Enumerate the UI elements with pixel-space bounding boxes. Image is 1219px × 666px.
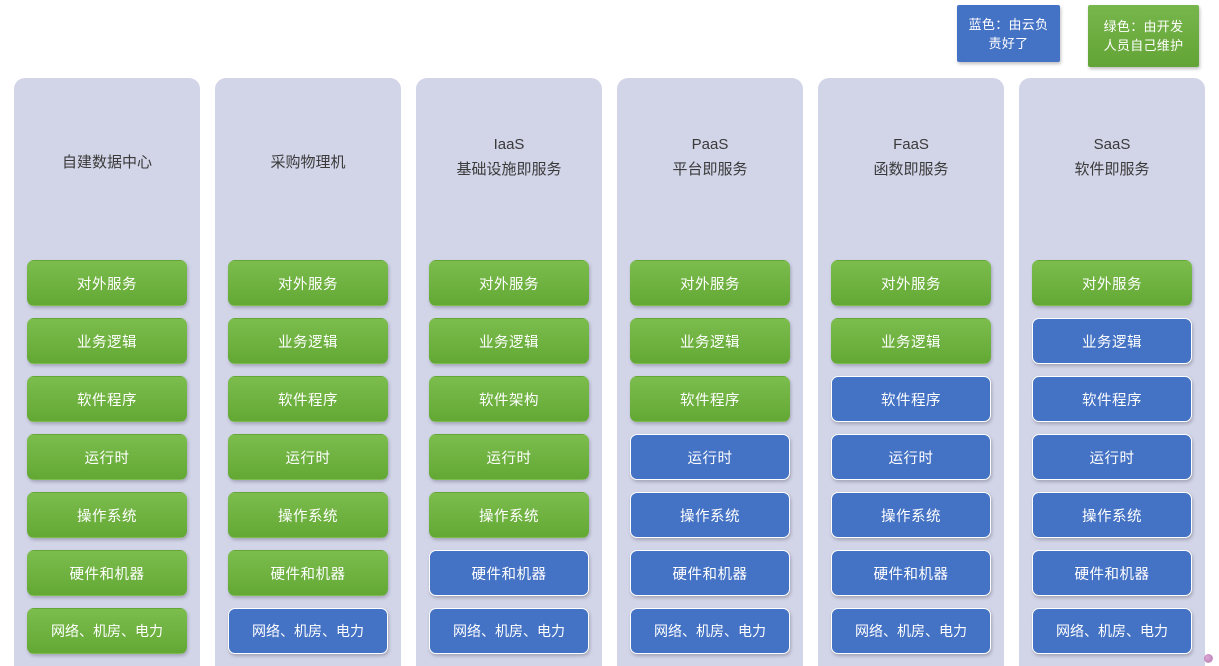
layer-box[interactable]: 业务逻辑: [630, 318, 790, 364]
layer-stack: 对外服务业务逻辑软件程序运行时操作系统硬件和机器网络、机房、电力: [630, 260, 790, 666]
column-container: 自建数据中心对外服务业务逻辑软件程序运行时操作系统硬件和机器网络、机房、电力采购…: [0, 78, 1219, 666]
layer-box[interactable]: 对外服务: [27, 260, 187, 306]
column-header-title: PaaS: [691, 136, 729, 153]
layer-stack: 对外服务业务逻辑软件程序运行时操作系统硬件和机器网络、机房、电力: [831, 260, 991, 666]
column-header-title: 自建数据中心: [61, 154, 152, 171]
column-paas: PaaS 平台即服务对外服务业务逻辑软件程序运行时操作系统硬件和机器网络、机房、电…: [617, 78, 803, 666]
layer-box[interactable]: 网络、机房、电力: [27, 608, 187, 654]
layer-box[interactable]: 硬件和机器: [831, 550, 991, 596]
layer-box[interactable]: 网络、机房、电力: [228, 608, 388, 654]
layer-box[interactable]: 操作系统: [429, 492, 589, 538]
legend-blue-line2: 责好了: [988, 35, 1029, 51]
layer-box[interactable]: 操作系统: [630, 492, 790, 538]
layer-box[interactable]: 操作系统: [1032, 492, 1192, 538]
column-header: PaaS 平台即服务: [617, 132, 803, 182]
layer-box[interactable]: 硬件和机器: [630, 550, 790, 596]
layer-box[interactable]: 软件程序: [27, 376, 187, 422]
layer-box[interactable]: 硬件和机器: [429, 550, 589, 596]
layer-box[interactable]: 运行时: [228, 434, 388, 480]
layer-stack: 对外服务业务逻辑软件架构运行时操作系统硬件和机器网络、机房、电力: [429, 260, 589, 666]
layer-stack: 对外服务业务逻辑软件程序运行时操作系统硬件和机器网络、机房、电力: [228, 260, 388, 666]
layer-box[interactable]: 业务逻辑: [429, 318, 589, 364]
layer-box[interactable]: 运行时: [429, 434, 589, 480]
layer-box[interactable]: 业务逻辑: [831, 318, 991, 364]
layer-box[interactable]: 软件架构: [429, 376, 589, 422]
layer-box[interactable]: 网络、机房、电力: [1032, 608, 1192, 654]
layer-box[interactable]: 对外服务: [1032, 260, 1192, 306]
layer-box[interactable]: 运行时: [1032, 434, 1192, 480]
legend-green-box: 绿色：由开发 人员自己维护: [1088, 5, 1199, 67]
layer-box[interactable]: 网络、机房、电力: [630, 608, 790, 654]
column-iaas: IaaS 基础设施即服务对外服务业务逻辑软件架构运行时操作系统硬件和机器网络、机房…: [416, 78, 602, 666]
column-header-subtitle: 软件即服务: [1074, 161, 1150, 178]
layer-box[interactable]: 操作系统: [831, 492, 991, 538]
layer-box[interactable]: 对外服务: [630, 260, 790, 306]
layer-stack: 对外服务业务逻辑软件程序运行时操作系统硬件和机器网络、机房、电力: [1032, 260, 1192, 666]
legend-blue-box: 蓝色：由云负 责好了: [957, 5, 1060, 62]
layer-box[interactable]: 操作系统: [228, 492, 388, 538]
layer-box[interactable]: 对外服务: [429, 260, 589, 306]
layer-box[interactable]: 业务逻辑: [1032, 318, 1192, 364]
layer-stack: 对外服务业务逻辑软件程序运行时操作系统硬件和机器网络、机房、电力: [27, 260, 187, 666]
column-saas: SaaS 软件即服务对外服务业务逻辑软件程序运行时操作系统硬件和机器网络、机房、电…: [1019, 78, 1205, 666]
column-header-title: FaaS: [893, 136, 929, 153]
column-采购物理机: 采购物理机对外服务业务逻辑软件程序运行时操作系统硬件和机器网络、机房、电力: [215, 78, 401, 666]
column-header-subtitle: 基础设施即服务: [456, 161, 562, 178]
layer-box[interactable]: 网络、机房、电力: [831, 608, 991, 654]
layer-box[interactable]: 软件程序: [228, 376, 388, 422]
layer-box[interactable]: 软件程序: [1032, 376, 1192, 422]
layer-box[interactable]: 网络、机房、电力: [429, 608, 589, 654]
layer-box[interactable]: 硬件和机器: [27, 550, 187, 596]
column-header-title: SaaS: [1093, 136, 1131, 153]
layer-box[interactable]: 运行时: [27, 434, 187, 480]
column-header: 自建数据中心: [14, 150, 200, 175]
column-header: 采购物理机: [215, 150, 401, 175]
layer-box[interactable]: 软件程序: [831, 376, 991, 422]
legend-blue-line1: 蓝色：由云负: [968, 16, 1049, 32]
layer-box[interactable]: 硬件和机器: [1032, 550, 1192, 596]
legend-green-line2: 人员自己维护: [1103, 38, 1184, 53]
layer-box[interactable]: 软件程序: [630, 376, 790, 422]
layer-box[interactable]: 对外服务: [831, 260, 991, 306]
layer-box[interactable]: 运行时: [630, 434, 790, 480]
layer-box[interactable]: 对外服务: [228, 260, 388, 306]
column-header-subtitle: 平台即服务: [672, 161, 748, 178]
layer-box[interactable]: 操作系统: [27, 492, 187, 538]
layer-box[interactable]: 运行时: [831, 434, 991, 480]
column-header-title: 采购物理机: [270, 154, 346, 171]
column-header-title: IaaS: [493, 136, 525, 153]
column-header-subtitle: 函数即服务: [873, 161, 949, 178]
layer-box[interactable]: 业务逻辑: [228, 318, 388, 364]
layer-box[interactable]: 业务逻辑: [27, 318, 187, 364]
column-faas: FaaS 函数即服务对外服务业务逻辑软件程序运行时操作系统硬件和机器网络、机房、电…: [818, 78, 1004, 666]
column-自建数据中心: 自建数据中心对外服务业务逻辑软件程序运行时操作系统硬件和机器网络、机房、电力: [14, 78, 200, 666]
column-header: IaaS 基础设施即服务: [416, 132, 602, 182]
bottom-right-artifact: [1204, 654, 1213, 663]
layer-box[interactable]: 硬件和机器: [228, 550, 388, 596]
legend-green-line1: 绿色：由开发: [1103, 19, 1184, 34]
column-header: FaaS 函数即服务: [818, 132, 1004, 182]
column-header: SaaS 软件即服务: [1019, 132, 1205, 182]
